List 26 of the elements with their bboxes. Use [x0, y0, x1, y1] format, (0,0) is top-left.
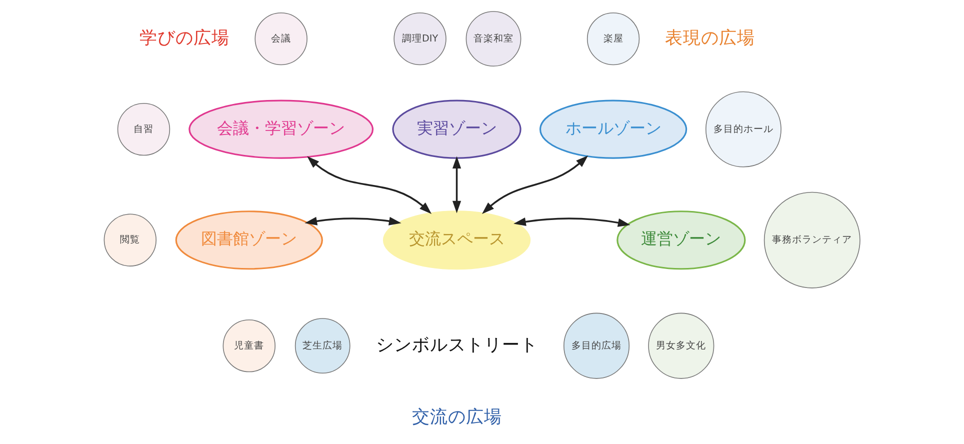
node-ellipse: 実習ゾーン: [392, 100, 522, 159]
node-ellipse: 図書館ゾーン: [175, 210, 323, 270]
node-circle: 事務ボランティア: [764, 192, 860, 288]
node-circle: 多目的ホール: [706, 91, 782, 168]
node-ellipse: 交流スペース: [382, 210, 531, 270]
node-circle: 自習: [117, 102, 170, 156]
node-circle: 会議: [254, 12, 308, 66]
arrow: [482, 155, 588, 214]
node-circle: 多目的広場: [563, 312, 630, 379]
label: シンボルストリート: [376, 335, 538, 356]
label: 表現の広場: [664, 28, 755, 48]
node-circle: 児童書: [222, 319, 276, 372]
node-circle: 芝生広場: [294, 318, 350, 374]
arrow: [307, 156, 432, 214]
arrow: [304, 216, 402, 226]
node-circle: 調理DIY: [394, 12, 446, 66]
node-ellipse: 会議・学習ゾーン: [188, 100, 374, 159]
node-circle: 楽屋: [586, 12, 640, 66]
node-ellipse: ホールゾーン: [539, 100, 688, 159]
label: 交流の広場: [412, 408, 502, 428]
label: 学びの広場: [139, 28, 230, 48]
node-circle: 音楽和室: [466, 11, 522, 66]
node-circle: 閲覧: [104, 214, 156, 266]
arrow: [452, 156, 462, 214]
node-circle: 男女多文化: [648, 312, 714, 379]
arrow: [514, 218, 630, 227]
